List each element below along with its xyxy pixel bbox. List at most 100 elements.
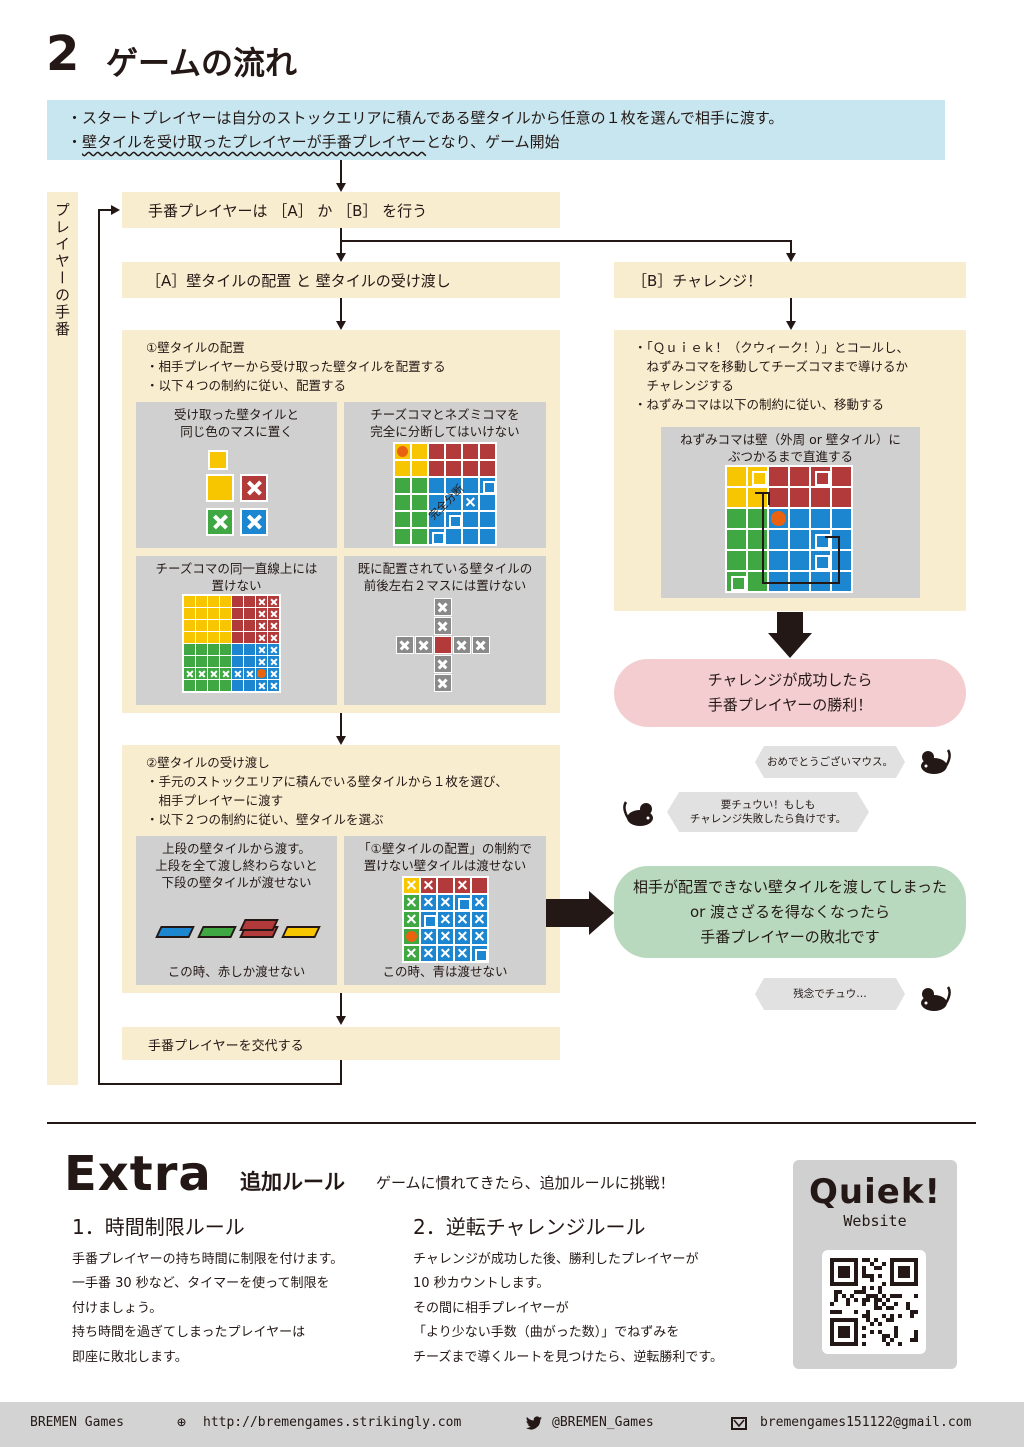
board-cell	[208, 656, 219, 667]
board-cell	[268, 608, 279, 619]
board-cell	[244, 680, 255, 691]
board-cell	[429, 495, 444, 510]
right-arrow	[546, 899, 590, 927]
globe-icon: ⊕	[177, 1413, 187, 1431]
board-cell	[208, 632, 219, 643]
board-cell	[438, 895, 453, 910]
rule-line: その間に相手プレイヤーが	[413, 1300, 569, 1316]
win-result: チャレンジが成功したら手番プレイヤーの勝利！	[614, 659, 966, 727]
board-cell	[220, 620, 231, 631]
board-cell	[421, 912, 437, 928]
section-number: 2	[46, 26, 80, 82]
board-cell	[244, 596, 255, 607]
board-cell	[832, 572, 851, 591]
board-cell	[455, 912, 470, 927]
board-cell	[232, 620, 243, 631]
board-cell	[832, 488, 851, 507]
side-label-text: プレイヤーの手番	[53, 202, 71, 338]
extra-tagline: ゲームに慣れてきたら、追加ルールに挑戦！	[376, 1174, 675, 1192]
board-cell	[404, 878, 419, 893]
board-cell	[446, 444, 461, 459]
board-cell	[463, 444, 478, 459]
board-cell	[244, 644, 255, 655]
challenge-section: ・「Ｑｕｉｅｋ！（クウィーク！）」とコールし、 ねずみコマを移動してチーズコマま…	[614, 330, 966, 611]
board-cell	[727, 530, 746, 549]
panel-text: チーズコマとネズミコマを	[370, 407, 520, 422]
board-cell	[208, 644, 219, 655]
rule-line: チャレンジが成功した後、勝利したプレイヤーが	[413, 1251, 699, 1267]
rule-panel-same-color: 受け取った壁タイルと同じ色のマスに置く	[136, 402, 337, 548]
blocked-cell	[396, 636, 414, 654]
swap-turn-box: 手番プレイヤーを交代する	[122, 1027, 560, 1060]
mouse-icon	[623, 801, 653, 826]
extra-rule-time-limit: 1．時間制限ルール 手番プレイヤーの持ち時間に制限を付けます。一手番 30 秒な…	[72, 1215, 343, 1370]
panel-caption: この時、赤しか渡せない	[167, 964, 306, 979]
board-cell	[769, 488, 788, 507]
board-cell	[769, 467, 788, 486]
rule-line: 10 秒カウントします。	[413, 1276, 550, 1291]
board-cell	[446, 461, 461, 476]
board-cell	[832, 530, 851, 549]
qr-code[interactable]	[822, 1250, 926, 1354]
board-cell	[404, 912, 419, 927]
board-cell	[196, 596, 207, 607]
board-cell	[395, 444, 410, 459]
panel-text: 「①壁タイルの配置」の制約で	[358, 841, 532, 856]
challenge-rule: ・ねずみコマは以下の制約に従い、移動する	[634, 397, 885, 412]
board-cell	[184, 680, 195, 691]
board-cell	[412, 529, 427, 544]
rule-panel-unplaceable: 「①壁タイルの配置」の制約で置けない壁タイルは渡せない この時、青は渡せない	[344, 836, 546, 985]
mail-icon	[731, 1417, 747, 1430]
handover-rule: ・以下２つの制約に従い、壁タイルを選ぶ	[146, 812, 384, 827]
speech-bubble: 要チュウい！もしもチャレンジ失敗したら負けです。	[667, 792, 869, 832]
board-cell	[256, 644, 267, 655]
board-cell	[455, 946, 470, 961]
challenge-rule: ねずみコマを移動してチーズコマまで導けるか	[634, 359, 909, 374]
board-cell	[811, 488, 830, 507]
footer-website-link[interactable]: http://bremengames.strikingly.com	[203, 1415, 462, 1430]
board-cell	[412, 512, 427, 527]
board-cell	[455, 878, 470, 893]
board-cell	[727, 488, 746, 507]
placement-rule: ・以下４つの制約に従い、配置する	[146, 378, 347, 393]
win-text: チャレンジが成功したら	[707, 671, 873, 689]
board-cell	[480, 461, 495, 476]
board-cell	[438, 946, 453, 961]
win-text: 手番プレイヤーの勝利！	[707, 696, 873, 714]
speech-bubble: おめでとうございマウス。	[755, 746, 905, 778]
board-cell	[421, 895, 436, 910]
handover-rule: ・手元のストックエリアに積んでいる壁タイルから１枚を選び、	[146, 774, 508, 789]
board-cell	[220, 596, 231, 607]
board-cell	[268, 632, 279, 643]
board-cell	[790, 467, 809, 486]
board-cell	[463, 529, 478, 544]
rule-line: 一手番 30 秒など、タイマーを使って制限を	[72, 1276, 330, 1291]
intro-line-1: ・スタートプレイヤーは自分のストックエリアに積んである壁タイルから任意の１枚を選…	[67, 109, 784, 127]
intro-tail: となり、ゲーム開始	[426, 133, 560, 151]
board-cell	[832, 509, 851, 528]
board-cell	[811, 530, 830, 549]
handover-rule: 相手プレイヤーに渡す	[146, 793, 284, 808]
footer-twitter-link[interactable]: @BREMEN_Games	[552, 1415, 654, 1430]
brand-logo: Quiek!	[809, 1172, 941, 1212]
tile-stacks	[155, 914, 328, 944]
extra-subtitle: 追加ルール	[240, 1170, 345, 1194]
board-cell	[480, 478, 496, 494]
board-cell	[748, 467, 767, 486]
handover-section: ②壁タイルの受け渡し ・手元のストックエリアに積んでいる壁タイルから１枚を選び、…	[122, 745, 560, 993]
emphasis-text: 壁タイルを受け取ったプレイヤーが手番プレイヤー	[82, 133, 427, 151]
board-cell	[429, 461, 444, 476]
board-cell	[727, 467, 746, 486]
panel-text: 上段の壁タイルから渡す。	[162, 841, 311, 856]
mouse-path	[755, 492, 840, 584]
footer	[0, 1402, 1024, 1447]
intro-box: ・スタートプレイヤーは自分のストックエリアに積んである壁タイルから任意の１枚を選…	[47, 100, 945, 160]
board-cell	[220, 680, 231, 691]
board-cell	[421, 946, 436, 961]
board-cell	[220, 644, 231, 655]
footer-email-link[interactable]: bremengames151122@gmail.com	[760, 1415, 972, 1430]
tile-stack	[155, 926, 195, 938]
board-cell	[769, 551, 788, 570]
board-cell	[196, 680, 207, 691]
